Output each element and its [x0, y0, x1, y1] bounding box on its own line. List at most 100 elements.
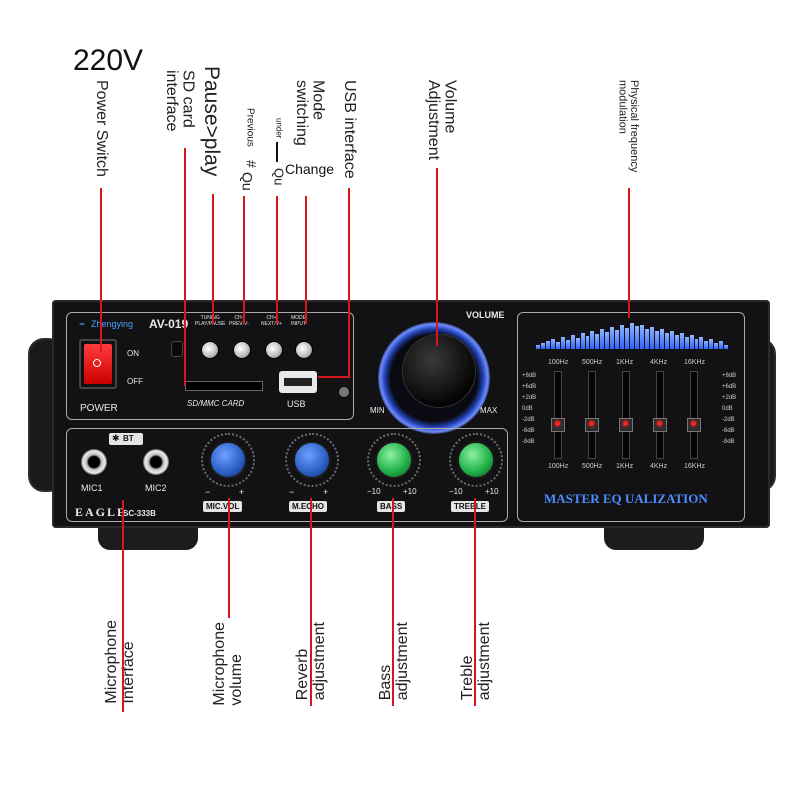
spectrum-bar	[610, 327, 615, 349]
physical-frequency-annotation: Physical frequency modulation	[616, 80, 640, 173]
prev-button[interactable]	[233, 341, 251, 359]
next-button[interactable]	[265, 341, 283, 359]
spectrum-bar	[719, 341, 724, 349]
spectrum-bar	[669, 331, 674, 349]
mode-switching-annotation: Mode switching	[292, 80, 327, 146]
usb-label: USB	[287, 399, 306, 409]
prev-label: CH- PREV/V-	[229, 315, 249, 327]
spectrum-bar	[620, 325, 625, 349]
eq-db-label: +2dB	[522, 395, 537, 401]
eq-slider-track[interactable]	[656, 371, 664, 459]
pointer-sd-card	[184, 148, 186, 386]
tuning-label: TUNING PLAY/PAUSE	[195, 315, 226, 327]
spectrum-bar	[704, 341, 709, 349]
brand-logo-icon: ⌁	[79, 319, 86, 330]
bt-label: BT	[123, 434, 134, 443]
eq-freq-label: 100Hz	[548, 463, 569, 470]
eq-db-label: +8dB	[722, 373, 737, 379]
eq-db-label: +6dB	[522, 384, 537, 390]
spectrum-bar	[590, 331, 595, 349]
spectrum-bar	[644, 329, 649, 349]
spectrum-bar	[580, 333, 585, 349]
usb-interface-annotation: USB interface	[340, 80, 358, 179]
pointer-mic	[122, 500, 124, 712]
mic2-label: MIC2	[145, 483, 167, 493]
pointer-previous	[243, 196, 245, 324]
eq-db-label: +2dB	[722, 395, 737, 401]
eq-slider-track[interactable]	[554, 371, 562, 459]
spectrum-bar	[635, 326, 640, 349]
bluetooth-icon: ✱	[112, 433, 120, 443]
eq-slider-track[interactable]	[588, 371, 596, 459]
spectrum-bar	[630, 323, 635, 349]
bass-label: BASS	[377, 501, 406, 512]
screw-icon	[339, 387, 349, 397]
next-label: CH+ NEXT/V+	[261, 315, 282, 327]
spectrum-bar	[570, 335, 575, 349]
eq-freq-label: 500Hz	[582, 359, 603, 366]
pointer-usb	[348, 188, 350, 378]
mic2-jack[interactable]	[143, 449, 169, 475]
eq-freq-label: 100Hz	[548, 359, 569, 366]
media-section: ⌁ Zhengying AV-019 ON OFF POWER TUNING P…	[66, 312, 354, 420]
pointer-bass	[392, 498, 394, 706]
eq-freq-label: 4KHz	[650, 463, 668, 470]
bass-knob[interactable]	[375, 441, 413, 479]
eq-slider-track[interactable]	[690, 371, 698, 459]
previous-annotation: Previous	[244, 108, 256, 147]
next-qu: Qu	[271, 168, 287, 186]
eq-slider-led	[588, 421, 594, 426]
eagle-logo: EAGLE	[75, 505, 128, 519]
eq-sliders	[548, 369, 724, 459]
bass-ring	[367, 433, 421, 487]
pointer-next	[276, 196, 278, 324]
eq-db-label: -8dB	[722, 439, 735, 445]
spectrum-bar	[565, 340, 570, 349]
pointer-mic-vol	[228, 498, 230, 618]
spectrum-bar	[575, 338, 580, 349]
m-echo-knob[interactable]	[293, 441, 331, 479]
spectrum-bar	[659, 329, 664, 349]
pointer-power	[100, 188, 102, 352]
spectrum-bar	[654, 331, 659, 349]
spectrum-bar	[699, 337, 704, 349]
bass-plus10: +10	[403, 487, 417, 496]
mic-vol-knob[interactable]	[209, 441, 247, 479]
treble-knob[interactable]	[457, 441, 495, 479]
eagle-model: SC-333B	[123, 509, 156, 518]
spectrum-bar	[600, 329, 605, 349]
spectrum-display	[536, 319, 729, 349]
usb-port[interactable]	[279, 371, 317, 393]
bass-adjustment-annotation: Bass adjustment	[377, 622, 411, 701]
model-name: AV-019	[149, 317, 189, 331]
play-pause-button[interactable]	[201, 341, 219, 359]
spectrum-bar	[540, 343, 545, 349]
mic1-label: MIC1	[81, 483, 103, 493]
sd-card-slot[interactable]	[185, 381, 263, 391]
spectrum-bar	[536, 345, 540, 349]
mode-button[interactable]	[295, 341, 313, 359]
pointer-reverb	[310, 498, 312, 706]
eq-freq-label: 4KHz	[650, 359, 668, 366]
eq-title: MASTER EQ UALIZATION	[544, 491, 708, 506]
volume-knob[interactable]	[402, 334, 476, 408]
right-foot	[604, 526, 704, 550]
spectrum-bar	[664, 333, 669, 349]
spectrum-bar	[560, 337, 565, 349]
power-switch[interactable]	[79, 339, 117, 389]
eq-slider-track[interactable]	[622, 371, 630, 459]
treble-minus10: −10	[449, 487, 463, 496]
m-echo-label: M.ECHO	[289, 501, 327, 512]
m-echo-ring	[285, 433, 339, 487]
spectrum-bar	[640, 325, 644, 349]
mic1-jack[interactable]	[81, 449, 107, 475]
treble-ring	[449, 433, 503, 487]
power-off-label: OFF	[127, 377, 143, 386]
mic-vol-label: MIC.VOL	[203, 501, 243, 512]
bass-minus10: −10	[367, 487, 381, 496]
eq-db-label: -6dB	[722, 428, 735, 434]
microphone-volume-annotation: Microphone volume	[211, 622, 245, 706]
